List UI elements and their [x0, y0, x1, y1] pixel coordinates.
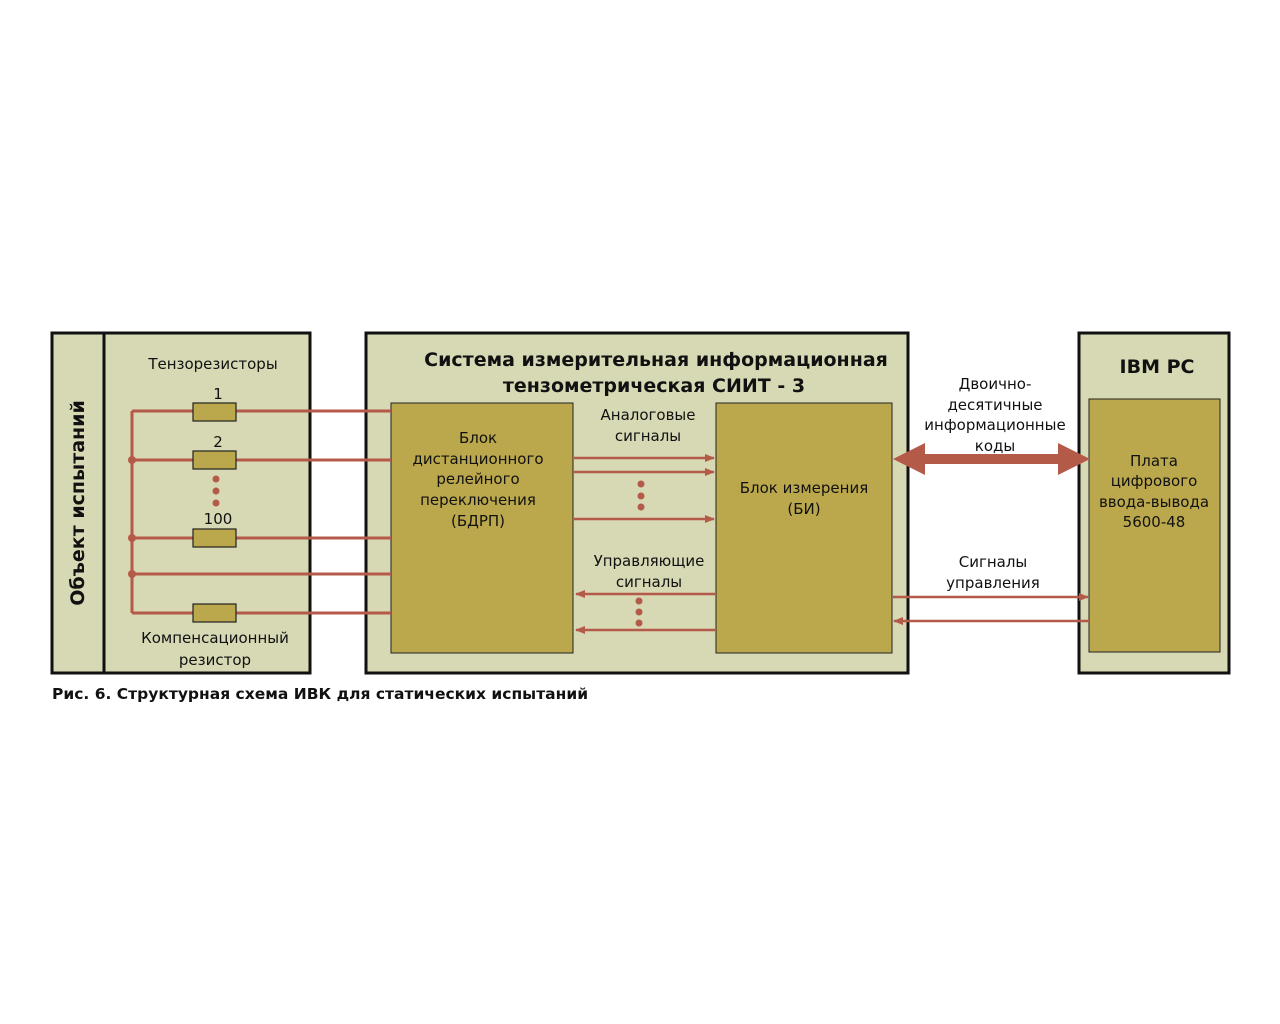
- bdrp-block: [390, 402, 574, 654]
- siit-panel: Система измерительная информационная тен…: [364, 331, 910, 675]
- strain-gauges-label: Тензорезисторы: [147, 355, 277, 373]
- io-board-block: [1088, 398, 1221, 653]
- strain-gauge-resistor-1: [192, 402, 237, 422]
- bdrp-label-line4: переключения: [420, 491, 536, 509]
- bdrp-label-line2: дистанционного: [412, 450, 543, 468]
- analog-signals-label-line1: Аналоговые: [601, 406, 696, 424]
- test-object-frame: [50, 331, 312, 675]
- figure-caption: Рис. 6. Структурная схема ИВК для статич…: [52, 685, 588, 703]
- siit-title-line1: Система измерительная информационная: [424, 349, 888, 371]
- test-object-title: Объект испытаний: [67, 400, 89, 606]
- io-board-label-line1: Плата: [1130, 452, 1178, 470]
- compensation-resistor: [192, 603, 237, 623]
- control-signals-label-line2: сигналы: [616, 573, 682, 591]
- bidirectional-data-arrow: [893, 443, 1090, 475]
- bi-label-line1: Блок измерения: [740, 479, 868, 497]
- bdrp-label-line3: релейного: [436, 470, 519, 488]
- strain-gauge-resistor-100: [192, 528, 237, 548]
- junction-dot: [128, 534, 136, 542]
- codes-label-line4: коды: [975, 437, 1015, 455]
- bi-label-line2: (БИ): [787, 500, 820, 518]
- ibm-pc-title: IBM PC: [1120, 356, 1195, 378]
- control-ellipsis-dots: [635, 597, 643, 627]
- io-board-label-line4: 5600-48: [1123, 513, 1186, 531]
- control-signals-label-line1: Управляющие: [594, 552, 705, 570]
- resistor-number-2: 2: [213, 433, 223, 451]
- pc-link: Двоично- десятичные информационные коды …: [893, 375, 1090, 625]
- io-board-label-line3: ввода-вывода: [1099, 493, 1209, 511]
- analog-signals-label-line2: сигналы: [615, 427, 681, 445]
- control-link-label-line1: Сигналы: [959, 553, 1028, 571]
- compensation-resistor-label-line2: резистор: [179, 651, 251, 669]
- codes-label-line1: Двоично-: [959, 375, 1032, 393]
- resistor-number-100: 100: [204, 510, 233, 528]
- ibm-pc-panel: IBM PC Плата цифрового ввода-вывода 5600…: [1077, 331, 1231, 675]
- compensation-resistor-label-line1: Компенсационный: [141, 629, 289, 647]
- strain-gauge-resistor-2: [192, 450, 237, 470]
- codes-label-line3: информационные: [924, 416, 1065, 434]
- bi-block: [715, 402, 893, 654]
- io-board-label-line2: цифрового: [1111, 472, 1198, 490]
- resistor-ellipsis-dots: [212, 475, 220, 507]
- junction-dot: [128, 570, 136, 578]
- codes-label-line2: десятичные: [947, 396, 1042, 414]
- test-object-panel: Объект испытаний Тензорезисторы 1 2 100 …: [50, 331, 312, 675]
- siit-title-line2: тензометрическая СИИТ - 3: [503, 375, 805, 397]
- bdrp-label-line5: (БДРП): [451, 512, 505, 530]
- resistor-number-1: 1: [213, 385, 223, 403]
- control-link-label-line2: управления: [946, 574, 1040, 592]
- analog-ellipsis-dots: [637, 480, 645, 511]
- bdrp-label-line1: Блок: [459, 429, 497, 447]
- junction-dot: [128, 456, 136, 464]
- sensor-wiring: [128, 402, 391, 623]
